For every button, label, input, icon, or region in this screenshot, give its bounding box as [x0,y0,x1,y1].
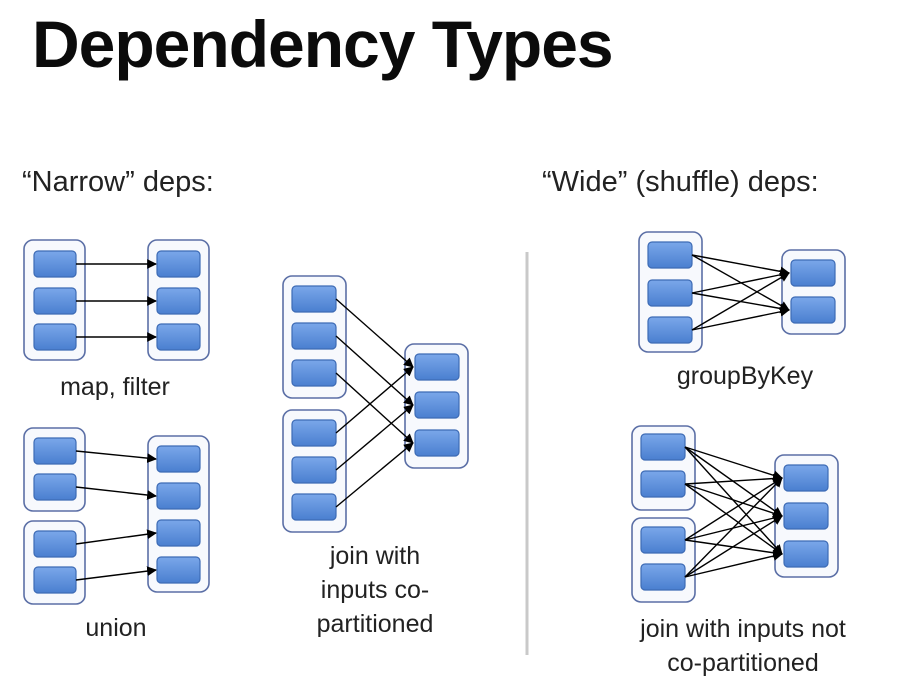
dependency-arrow [684,551,783,578]
join-copartitioned-diagram [282,275,469,533]
dependency-arrow [684,446,783,480]
join-not-copartitioned-label: join with inputs not co-partitioned [608,613,878,681]
slide-title: Dependency Types [32,7,614,81]
partition [647,316,693,344]
partition [790,296,836,324]
join-copartitioned-line-2: inputs co- [320,575,430,604]
partition [156,323,201,351]
dependency-arrow [691,254,790,277]
dependency-arrow [335,366,414,434]
partition [640,433,686,461]
wide-deps-heading: “Wide” (shuffle) deps: [542,166,819,198]
dependency-arrow [75,486,157,500]
partition [291,322,337,350]
join-not-copartitioned-line-2: co-partitioned [667,648,819,677]
dependency-arrow [335,372,414,444]
dependency-arrow [691,306,790,331]
partition [783,502,829,530]
partition [291,285,337,313]
partition [414,391,460,419]
partition [783,464,829,492]
partition [33,323,77,351]
partition [783,540,829,568]
partition [33,250,77,278]
dependency-arrow [684,515,783,578]
partition [291,419,337,447]
dependency-arrow [684,477,783,541]
partition [156,519,201,547]
partition [414,353,460,381]
dependency-arrow [75,450,157,463]
partition [156,556,201,584]
dependency-arrow [691,272,790,331]
partition [33,530,77,558]
partition [33,566,77,594]
dependency-arrow [684,483,783,555]
union-diagram [23,427,210,605]
groupbykey-diagram [638,231,846,353]
dependency-arrow [75,566,157,581]
partition [156,482,201,510]
partition [156,250,201,278]
partition [640,526,686,554]
join-copartitioned-line-3: partitioned [316,609,434,638]
narrow-deps-heading: “Narrow” deps: [22,166,214,198]
partition [790,259,836,287]
dependency-arrow [335,298,414,368]
partition [414,429,460,457]
partition [156,287,201,315]
dependency-arrow [684,483,783,518]
partition [33,437,77,465]
partition [156,445,201,473]
dependency-arrow [335,404,414,471]
dependency-arrow [335,442,414,508]
partition [33,473,77,501]
partition [640,563,686,591]
join-copartitioned-line-1: join with [329,542,421,570]
union-label: union [85,614,147,642]
map-filter-label: map, filter [60,373,170,401]
groupbykey-label: groupByKey [676,362,814,390]
partition [291,493,337,521]
join-not-copartitioned-line-1: join with inputs not [640,615,846,643]
partition [291,359,337,387]
partition [291,456,337,484]
partition [647,241,693,269]
join-not-copartitioned-diagram [631,425,839,603]
partition [640,470,686,498]
partition [33,287,77,315]
dependency-arrow [335,335,414,406]
dependency-arrow [691,269,790,294]
partition [647,279,693,307]
child-rdd [147,435,210,593]
dependency-arrow [75,529,157,545]
dependency-arrow [684,477,783,578]
map-filter-diagram [23,239,210,361]
join-copartitioned-label: join with inputs co- partitioned [300,540,450,641]
dependency-arrow [684,473,783,485]
